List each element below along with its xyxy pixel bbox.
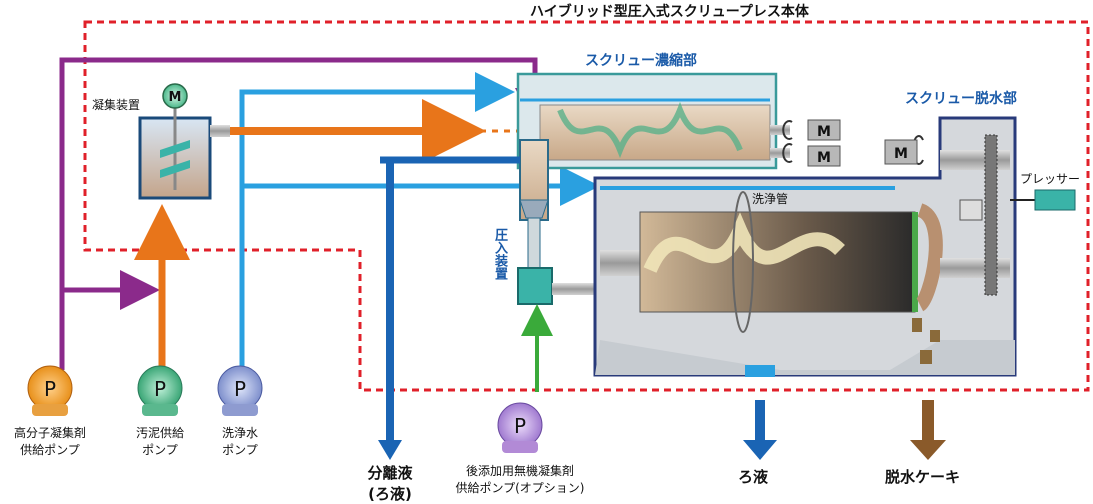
svg-text:P: P: [514, 414, 526, 438]
pump-inorganic: [497, 402, 543, 453]
main-body-boundary: [83, 20, 1090, 392]
coagulation-unit-label: 凝集装置: [92, 98, 141, 112]
svg-text:P: P: [234, 377, 246, 401]
screw-thickening-label: スクリュー濃縮部: [585, 53, 697, 69]
svg-text:P: P: [44, 377, 56, 401]
wash-pipe-label: 洗浄管: [752, 192, 789, 206]
mixer-motor: [162, 83, 188, 109]
pump-polymer-label: 高分子凝集剤供給ポンプ: [13, 426, 86, 457]
svg-text:P: P: [154, 377, 166, 401]
main-title: ハイブリッド型圧入式スクリュープレス本体: [530, 4, 809, 20]
pump-inorganic-label: 後添加用無機凝集剤供給ポンプ(オプション): [455, 464, 585, 495]
pump-wash: [217, 365, 263, 416]
press-in-device: [517, 267, 553, 305]
filtrate-label: ろ液: [738, 468, 769, 486]
presser-label: プレッサー: [1020, 172, 1081, 186]
motor-dewatering: [884, 139, 918, 165]
pump-sludge: [137, 365, 183, 416]
svg-text:M: M: [817, 150, 831, 166]
svg-text:M: M: [817, 124, 831, 140]
pump-wash-label: 洗浄水ポンプ: [221, 426, 258, 457]
cake-label: 脱水ケーキ: [885, 468, 961, 486]
pump-polymer: [27, 365, 73, 416]
screw-dewatering-label: スクリュー脱水部: [905, 91, 1017, 107]
wash-water-line: [239, 72, 515, 368]
presser-unit: [1034, 189, 1076, 211]
mixer-motor-letter: M: [169, 90, 182, 105]
motor-thickening-1: [807, 119, 841, 141]
svg-text:M: M: [894, 146, 908, 162]
pump-sludge-label: 汚泥供給ポンプ: [135, 426, 184, 457]
press-in-unit-label: 圧入装置: [492, 228, 507, 280]
separated-liquid-label: 分離液(ろ液): [367, 464, 413, 503]
motor-thickening-2: [807, 145, 841, 167]
